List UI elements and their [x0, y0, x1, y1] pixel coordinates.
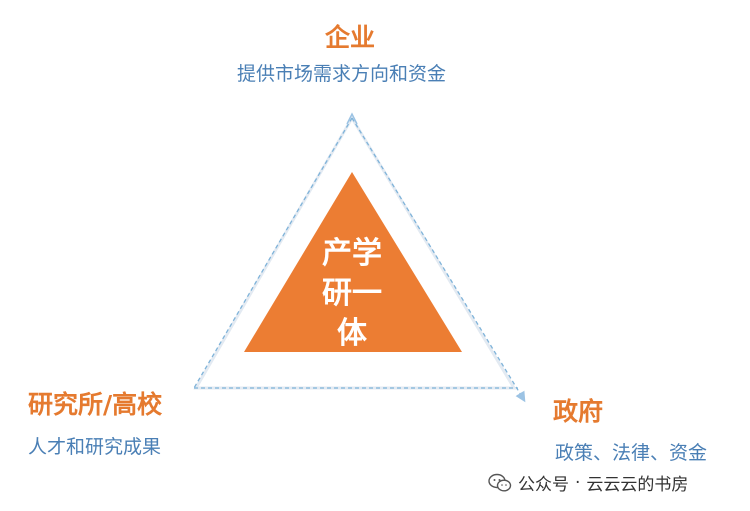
- node-left-desc: 人才和研究成果: [28, 436, 162, 458]
- wechat-icon: [488, 473, 512, 492]
- center-line-1: 产学: [322, 236, 382, 271]
- center-label: 产学 研一 体: [312, 234, 392, 354]
- center-line-3: 体: [337, 316, 367, 351]
- watermark-source: 公众号: [518, 475, 569, 495]
- node-left-title: 研究所/高校: [28, 390, 163, 419]
- edge-top-to-left: [193, 117, 353, 389]
- watermark-name: 云云云的书房: [586, 475, 689, 495]
- node-right-desc: 政策、法律、资金: [555, 442, 708, 464]
- watermark-separator: ·: [575, 472, 581, 493]
- edge-top-to-right: [351, 117, 526, 403]
- node-top-title: 企业: [325, 23, 376, 52]
- arrow-top: [346, 112, 358, 125]
- node-right-title: 政府: [553, 397, 604, 426]
- center-triangle: [244, 172, 462, 352]
- watermark: 公众号 · 云云云的书房: [488, 470, 688, 495]
- node-top-desc: 提供市场需求方向和资金: [237, 63, 447, 85]
- center-line-2: 研一: [322, 276, 382, 311]
